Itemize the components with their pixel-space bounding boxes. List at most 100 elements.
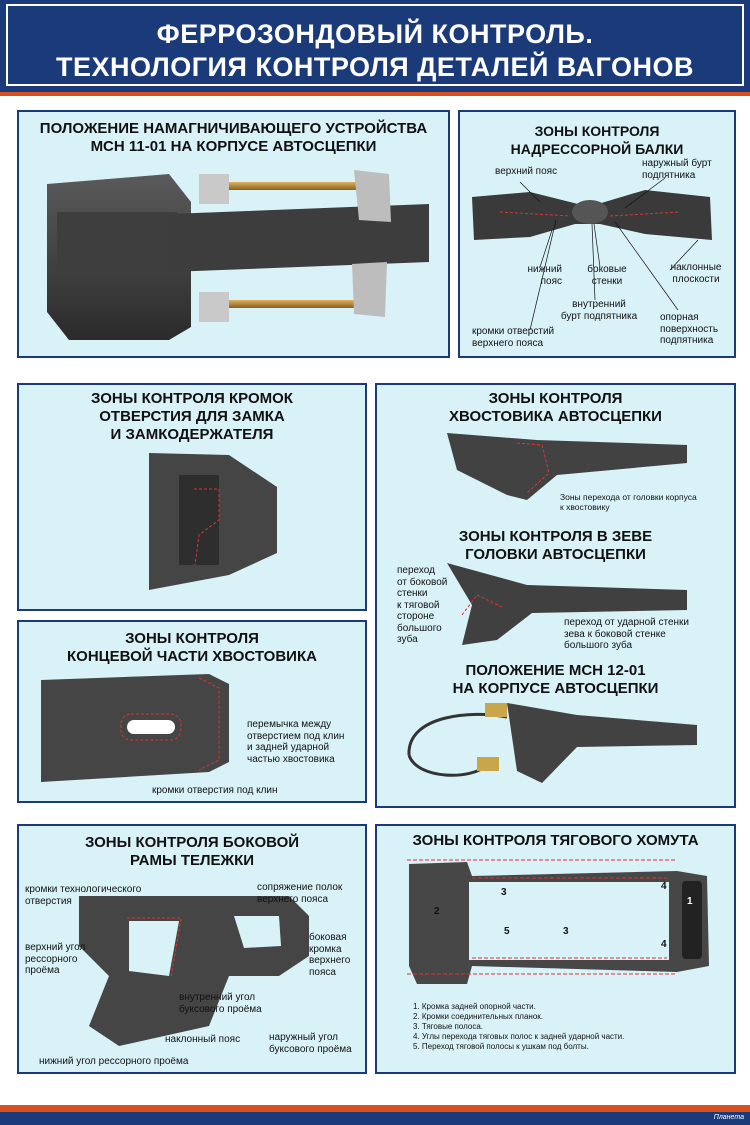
label-line: большого зуба — [564, 640, 633, 651]
coupler-magnetizer-illustration — [47, 170, 429, 340]
label-line: подпятника — [642, 169, 696, 181]
panel-title: ЗОНЫ КОНТРОЛЯ НАДРЕССОРНОЙ БАЛКИ — [460, 122, 734, 158]
panel-shank: ЗОНЫ КОНТРОЛЯ ХВОСТОВИКА АВТОСЦЕПКИ Зоны… — [375, 383, 736, 808]
label-line: боковая — [309, 932, 347, 943]
label-line: бурт подпятника — [560, 310, 638, 322]
label-line: буксового проёма — [269, 1043, 352, 1055]
panel-title-line: НАДРЕССОРНОЙ БАЛКИ — [510, 141, 684, 157]
label-line: к хвостовику — [560, 502, 610, 512]
yoke-illustration — [407, 859, 709, 984]
panel-title-line: ЗОНЫ КОНТРОЛЯ БОКОВОЙ — [84, 834, 300, 851]
label-line: сопряжение полок — [257, 882, 343, 893]
callout-5: 5 — [504, 926, 510, 937]
label-line: наружный угол — [269, 1032, 339, 1043]
label-line: проёма — [25, 965, 60, 976]
label-line: кромка — [309, 943, 342, 955]
panel-title-line: И ЗАМКОДЕРЖАТЕЛЯ — [110, 426, 274, 443]
label-line: переход от ударной стенки — [564, 617, 690, 628]
panel-title-line: МСН 11-01 НА КОРПУСЕ АВТОСЦЕПКИ — [90, 138, 377, 155]
panel-title-line: ЗОНЫ КОНТРОЛЯ — [125, 630, 259, 647]
panel-title-line: НА КОРПУСЕ АВТОСЦЕПКИ — [452, 680, 659, 697]
label-bridge: перемычка между отверстием под клин и за… — [247, 719, 344, 765]
header-border — [6, 4, 744, 86]
callout-1: 1 — [687, 896, 693, 907]
label-inclined-planes: наклонные плоскости — [660, 262, 732, 285]
label-line: боковые — [587, 264, 627, 275]
panel-title: ЗОНЫ КОНТРОЛЯ КОНЦЕВОЙ ЧАСТИ ХВОСТОВИКА — [19, 630, 365, 666]
callout-3: 3 — [563, 926, 569, 937]
label-line: стенки — [397, 588, 428, 599]
panel-title-line: ОТВЕРСТИЯ ДЛЯ ЗАМКА — [99, 408, 285, 425]
title-line-2: ТЕХНОЛОГИЯ КОНТРОЛЯ ДЕТАЛЕЙ ВАГОНОВ — [55, 52, 695, 82]
label-line: отверстия — [25, 895, 72, 907]
label-line: кромки отверстий — [472, 326, 555, 337]
label-side-walls: боковые стенки — [582, 264, 632, 287]
label-line: Зоны перехода от головки корпуса — [560, 492, 697, 502]
yoke-legend: 1. Кромка задней опорной части. 2. Кромк… — [413, 1002, 624, 1052]
panel-shank-end: ЗОНЫ КОНТРОЛЯ КОНЦЕВОЙ ЧАСТИ ХВОСТОВИКА … — [17, 620, 367, 803]
label-line: нижний — [527, 264, 563, 275]
label-line: наружный бурт — [642, 158, 712, 169]
panel-subtitle-msn-12-01: ПОЛОЖЕНИЕ МСН 12-01 НА КОРПУСЕ АВТОСЦЕПК… — [377, 662, 734, 698]
label-line: от боковой — [397, 576, 448, 588]
label-inclined-belt: наклонный пояс — [165, 1034, 241, 1045]
label-line: перемычка между — [247, 719, 332, 730]
label-line: верхнего пояса — [472, 337, 544, 349]
label-jaw-left: переход от боковой стенки к тяговой стор… — [397, 565, 447, 646]
label-line: частью хвостовика — [247, 753, 335, 765]
label-line: опорная — [660, 312, 699, 323]
panel-title-line: ЗОНЫ КОНТРОЛЯ — [488, 390, 623, 407]
label-line: отверстием под клин — [247, 730, 345, 742]
label-line: верхнего — [309, 955, 351, 966]
label-transition-zones: Зоны перехода от головки корпуса к хвост… — [560, 492, 697, 512]
label-line: пояса — [309, 966, 336, 978]
legend-item: 2. Кромки соединительных планок. — [413, 1012, 544, 1021]
title-line-1: ФЕРРОЗОНДОВЫЙ КОНТРОЛЬ. — [156, 19, 594, 49]
callout-4: 4 — [661, 939, 667, 950]
label-line: буксового проёма — [179, 1003, 262, 1015]
legend-item: 5. Переход тяговой полосы к ушкам под бо… — [413, 1042, 589, 1051]
panel-title-line: ЗОНЫ КОНТРОЛЯ В ЗЕВЕ — [458, 528, 653, 545]
label-line: стенки — [591, 275, 623, 287]
panel-title-line: ГОЛОВКИ АВТОСЦЕПКИ — [465, 546, 646, 563]
label-upper-belt: верхний пояс — [495, 166, 558, 177]
panel-bolster: ЗОНЫ КОНТРОЛЯ НАДРЕССОРНОЙ БАЛКИ верхний… — [458, 110, 736, 358]
label-lower-belt: нижний пояс — [500, 264, 563, 287]
side-frame-illustration — [79, 896, 309, 1046]
label-line: верхний угол — [25, 942, 86, 953]
panel-title-line: ЗОНЫ КОНТРОЛЯ КРОМОК — [91, 390, 293, 407]
label-upper-corner: верхний угол рессорного проёма — [25, 942, 85, 977]
panel-title: ЗОНЫ КОНТРОЛЯ ТЯГОВОГО ХОМУТА — [412, 832, 699, 849]
label-flange-joint: сопряжение полок верхнего пояса — [257, 882, 342, 905]
legend-item: 4. Углы перехода тяговых полос к задней … — [413, 1032, 625, 1041]
footer-band — [0, 1112, 750, 1125]
panel-title: ЗОНЫ КОНТРОЛЯ БОКОВОЙ РАМЫ ТЕЛЕЖКИ — [19, 834, 365, 870]
panel-title-line: ПОЛОЖЕНИЕ НАМАГНИЧИВАЮЩЕГО УСТРОЙСТВА — [39, 120, 428, 137]
panel-title: ЗОНЫ КОНТРОЛЯ КРОМОК ОТВЕРСТИЯ ДЛЯ ЗАМКА… — [19, 390, 365, 444]
label-support-surface: опорная поверхность подпятника — [660, 312, 718, 347]
publisher-logo: Планета — [713, 1114, 744, 1121]
callout-4: 4 — [661, 881, 667, 892]
label-jaw-right: переход от ударной стенки зева к боковой… — [564, 617, 689, 652]
label-line: зева к боковой стенке — [564, 628, 666, 640]
panel-title-line: КОНЦЕВОЙ ЧАСТИ ХВОСТОВИКА — [67, 648, 317, 665]
label-line: переход — [397, 565, 435, 576]
label-line: к тяговой — [397, 599, 440, 611]
label-line: большого — [397, 622, 442, 634]
label-side-edge: боковая кромка верхнего пояса — [309, 932, 350, 978]
lock-hole-illustration — [149, 453, 277, 590]
panel-title: ПОЛОЖЕНИЕ НАМАГНИЧИВАЮЩЕГО УСТРОЙСТВА МС… — [19, 120, 448, 156]
label-line: внутренний — [572, 299, 626, 310]
panel-title-line: ХВОСТОВИКА АВТОСЦЕПКИ — [449, 408, 662, 425]
page-title: ФЕРРОЗОНДОВЫЙ КОНТРОЛЬ. ТЕХНОЛОГИЯ КОНТР… — [0, 18, 750, 84]
panel-title-line: ПОЛОЖЕНИЕ МСН 12-01 — [465, 662, 646, 679]
label-inner-collar: внутренний бурт подпятника — [554, 299, 644, 322]
label-line: пояс — [540, 275, 562, 287]
legend-item: 1. Кромка задней опорной части. — [413, 1002, 536, 1011]
shank-illustrations — [407, 433, 697, 783]
label-line: стороне — [397, 611, 435, 622]
label-line: внутренний угол — [179, 992, 256, 1003]
bolster-illustration — [472, 177, 712, 331]
panel-subtitle-jaw: ЗОНЫ КОНТРОЛЯ В ЗЕВЕ ГОЛОВКИ АВТОСЦЕПКИ — [377, 528, 734, 564]
label-line: поверхность — [660, 323, 719, 335]
